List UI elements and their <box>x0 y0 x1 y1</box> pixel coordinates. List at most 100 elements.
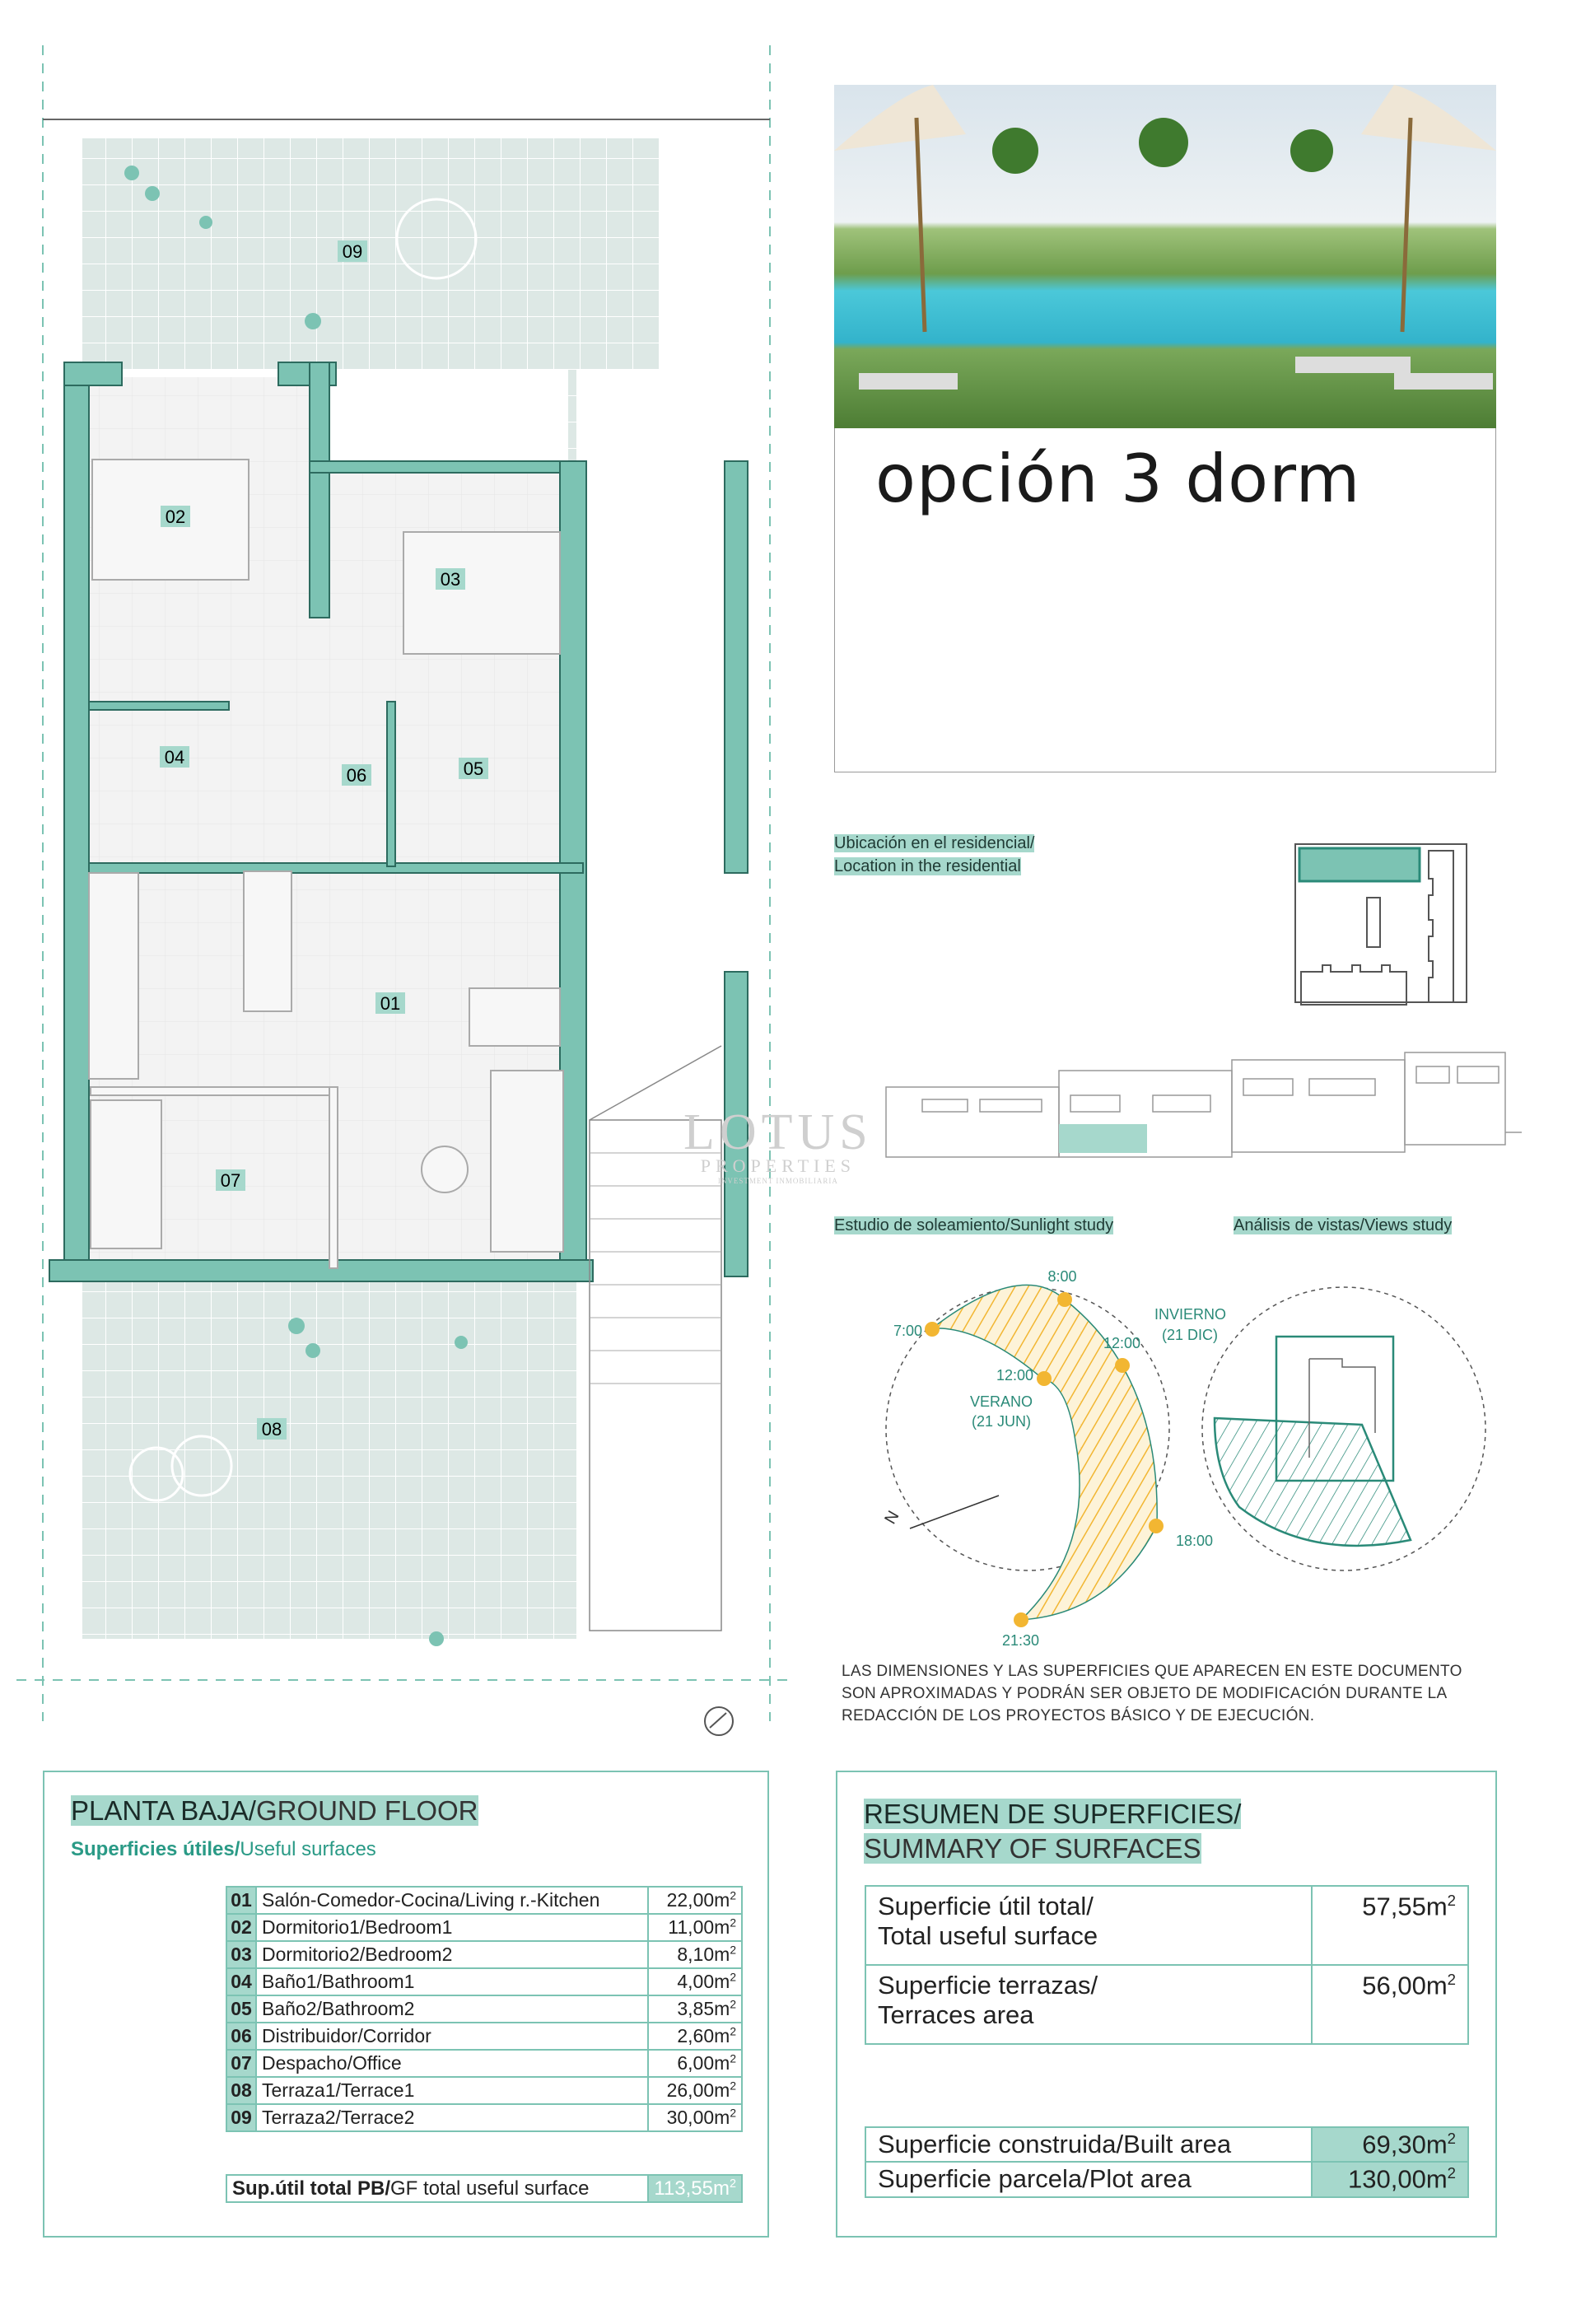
room-number: 08 <box>226 2076 257 2105</box>
subtitle-es: Superficies útiles/ <box>71 1838 240 1860</box>
unit-highlight <box>1059 1124 1147 1153</box>
sun-dot <box>1037 1371 1052 1386</box>
watermark-tag: INVESTMENT INMOBILIARIA <box>717 1177 838 1185</box>
kitchen-counter <box>88 872 139 1080</box>
room-area: 26,00m2 <box>647 2076 743 2105</box>
armchair <box>421 1146 469 1193</box>
room-area: 4,00m2 <box>647 1967 743 1996</box>
built-value: 69,30m2 <box>1311 2126 1469 2163</box>
title-en: GROUND FLOOR <box>255 1795 478 1826</box>
room-number: 09 <box>226 2103 257 2132</box>
svg-text:(21 DIC): (21 DIC) <box>1162 1327 1218 1343</box>
room-name: Despacho/Office <box>255 2049 649 2078</box>
summary-table: Superficie útil total/Total useful surfa… <box>865 1885 1469 2045</box>
svg-text:09: 09 <box>343 241 362 262</box>
total-useful-row: Sup.útil total PB/GF total useful surfac… <box>226 2174 743 2203</box>
sun-dot <box>925 1322 940 1337</box>
pool-scene-illustration <box>834 85 1496 390</box>
office-desk <box>90 1099 162 1249</box>
svg-text:12:00: 12:00 <box>1103 1335 1140 1351</box>
location-map <box>1294 843 1467 1006</box>
location-label: Ubicación en el residencial/ Location in… <box>834 832 1035 878</box>
ground-floor-panel: PLANTA BAJA/GROUND FLOOR Superficies úti… <box>43 1771 769 2238</box>
room-name: Distribuidor/Corridor <box>255 2022 649 2051</box>
room-label-09: 09 <box>338 240 367 262</box>
room-area: 6,00m2 <box>647 2049 743 2078</box>
room-label-04: 04 <box>160 746 189 768</box>
room-area: 2,60m2 <box>647 2022 743 2051</box>
room-row: 09 Terraza2/Terrace2 30,00m2 <box>226 2103 743 2132</box>
room-row: 01 Salón-Comedor-Cocina/Living r.-Kitche… <box>226 1886 743 1915</box>
room-area: 8,10m2 <box>647 1940 743 1969</box>
summary-panel: RESUMEN DE SUPERFICIES/ SUMMARY OF SURFA… <box>836 1771 1497 2238</box>
room-label-08: 08 <box>257 1418 287 1440</box>
terraces-value: 56,00m2 <box>1311 1964 1469 2045</box>
svg-text:21:30: 21:30 <box>1002 1632 1039 1649</box>
room-name: Terraza2/Terrace2 <box>255 2103 649 2132</box>
location-label-en: Location in the residential <box>834 857 1021 875</box>
room-area: 22,00m2 <box>647 1886 743 1915</box>
svg-text:8:00: 8:00 <box>1047 1268 1076 1285</box>
svg-text:08: 08 <box>262 1419 282 1440</box>
ground-floor-title: PLANTA BAJA/GROUND FLOOR <box>71 1795 478 1827</box>
subtitle-en: Useful surfaces <box>240 1838 376 1860</box>
sofa <box>490 1070 564 1253</box>
sun-dot <box>1149 1519 1164 1533</box>
svg-text:01: 01 <box>380 993 400 1014</box>
sunlight-label-text: Estudio de soleamiento/Sunlight study <box>834 1216 1114 1234</box>
room-name: Salón-Comedor-Cocina/Living r.-Kitchen <box>255 1886 649 1915</box>
bed-2 <box>403 531 561 655</box>
plot-value: 130,00m2 <box>1311 2161 1469 2198</box>
terraces-label: Superficie terrazas/Terraces area <box>865 1964 1313 2045</box>
room-number: 02 <box>226 1913 257 1942</box>
room-name: Dormitorio2/Bedroom2 <box>255 1940 649 1969</box>
sun-dot <box>1115 1358 1130 1373</box>
sun-dot <box>1057 1292 1072 1307</box>
sunlight-diagram: 8:00 7:00 12:00 12:00 18:00 21:30 INVIER… <box>881 1268 1226 1649</box>
total-label: Sup.útil total PB/GF total useful surfac… <box>226 2174 649 2203</box>
summary-title-en: SUMMARY OF SURFACES <box>864 1833 1201 1864</box>
terrace-1 <box>82 1276 576 1639</box>
ground-floor-subtitle: Superficies útiles/Useful surfaces <box>71 1838 376 1861</box>
svg-text:VERANO: VERANO <box>970 1393 1033 1410</box>
room-number: 04 <box>226 1967 257 1996</box>
useful-label: Superficie útil total/Total useful surfa… <box>865 1885 1313 1966</box>
built-label: Superficie construida/Built area <box>865 2126 1313 2163</box>
plot-label: Superficie parcela/Plot area <box>865 2161 1313 2198</box>
room-row: 07 Despacho/Office 6,00m2 <box>226 2049 743 2078</box>
sun-positions <box>925 1292 1164 1627</box>
svg-text:N: N <box>881 1508 902 1528</box>
useful-surface-row: Superficie útil total/Total useful surfa… <box>865 1885 1469 1966</box>
room-number: 06 <box>226 2022 257 2051</box>
walls <box>49 362 749 1282</box>
summary-title-es: RESUMEN DE SUPERFICIES/ <box>864 1799 1242 1829</box>
room-row: 06 Distribuidor/Corridor 2,60m2 <box>226 2022 743 2051</box>
room-row: 04 Baño1/Bathroom1 4,00m2 <box>226 1967 743 1996</box>
summary-title: RESUMEN DE SUPERFICIES/ SUMMARY OF SURFA… <box>864 1797 1242 1866</box>
total-value: 113,55m2 <box>647 2174 743 2203</box>
location-label-es: Ubicación en el residencial/ <box>834 834 1035 852</box>
room-name: Dormitorio1/Bedroom1 <box>255 1913 649 1942</box>
terraces-row: Superficie terrazas/Terraces area 56,00m… <box>865 1964 1469 2045</box>
room-name: Baño1/Bathroom1 <box>255 1967 649 1996</box>
room-row: 05 Baño2/Bathroom2 3,85m2 <box>226 1995 743 2023</box>
room-name: Baño2/Bathroom2 <box>255 1995 649 2023</box>
dining-table <box>469 987 561 1047</box>
room-labels: 09 02 03 04 06 05 01 07 08 <box>160 240 488 1440</box>
svg-text:04: 04 <box>165 747 184 768</box>
disclaimer: LAS DIMENSIONES Y LAS SUPERFICIES QUE AP… <box>842 1663 1462 1724</box>
elevation-drawing <box>885 1052 1522 1158</box>
svg-text:07: 07 <box>221 1170 240 1191</box>
room-name: Terraza1/Terrace1 <box>255 2076 649 2105</box>
useful-value: 57,55m2 <box>1311 1885 1469 1966</box>
room-label-05: 05 <box>459 758 488 779</box>
room-area: 30,00m2 <box>647 2103 743 2132</box>
room-row: 08 Terraza1/Terrace1 26,00m2 <box>226 2076 743 2105</box>
svg-text:05: 05 <box>464 758 483 779</box>
lotus-watermark: LOTUS PROPERTIES INVESTMENT INMOBILIARIA <box>683 1104 873 1185</box>
svg-text:03: 03 <box>441 569 460 590</box>
page-title: opción 3 dorm <box>875 441 1361 517</box>
